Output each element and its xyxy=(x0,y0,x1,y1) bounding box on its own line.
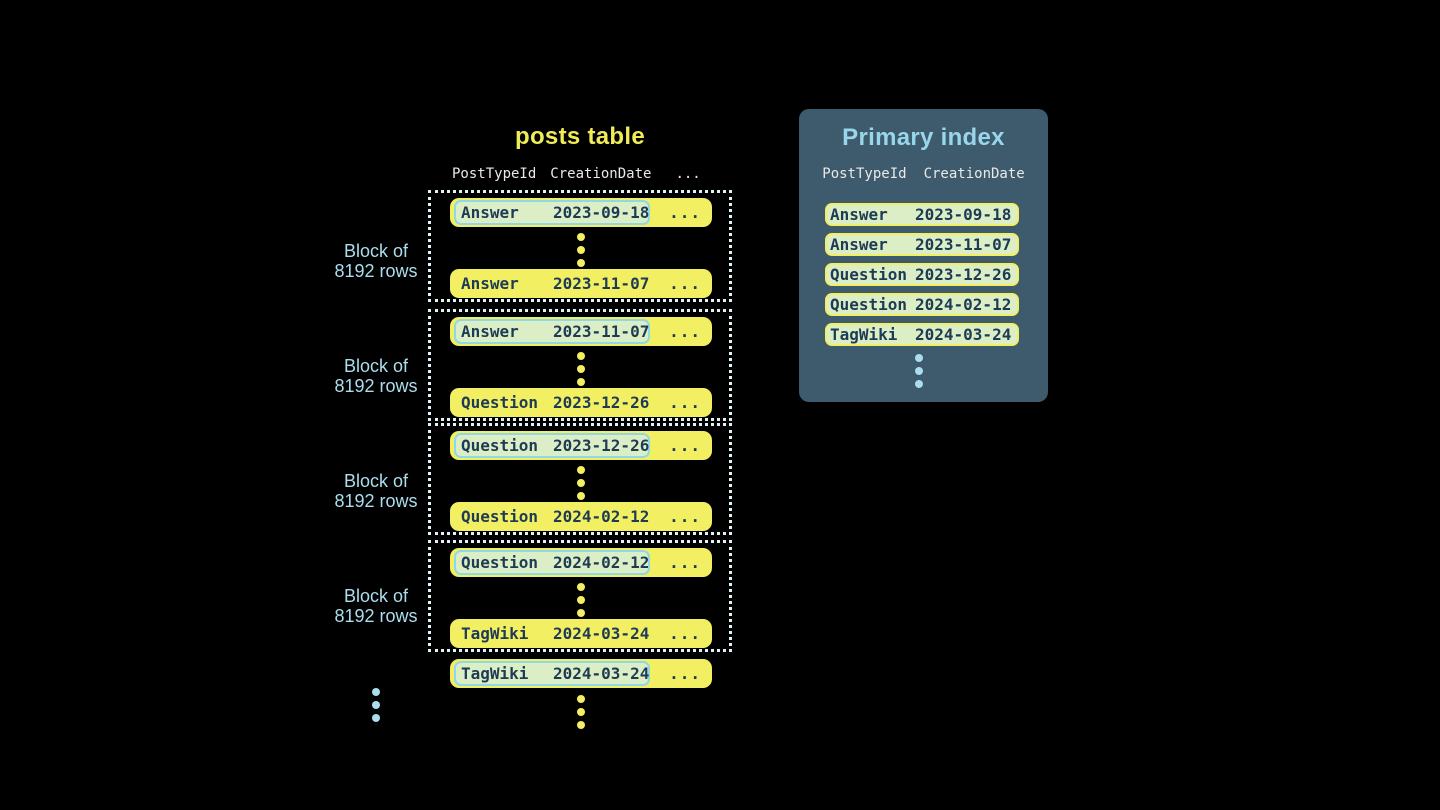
posts-table-title: posts table xyxy=(515,123,645,150)
cell-posttypeid: Answer xyxy=(461,322,519,341)
block-3-label: Block of 8192 rows xyxy=(334,471,418,511)
cell-posttypeid: TagWiki xyxy=(461,664,529,683)
cell-creationdate: 2023-11-07 xyxy=(553,322,650,341)
table-row-block3-last: Question 2024-02-12 ... xyxy=(450,502,712,531)
cell-more: ... xyxy=(669,507,701,526)
index-row-2: Answer 2023-11-07 xyxy=(825,233,1019,256)
cell-more: ... xyxy=(669,393,701,412)
block-2-label: Block of 8192 rows xyxy=(334,356,418,396)
block-1-label: Block of 8192 rows xyxy=(334,241,418,281)
cell-creationdate: 2023-09-18 xyxy=(915,205,1012,224)
cell-posttypeid: Question xyxy=(461,436,539,455)
column-header-posttypeid: PostTypeId xyxy=(452,166,537,182)
ellipsis-dots xyxy=(577,466,585,500)
cell-more: ... xyxy=(669,436,701,455)
ellipsis-dots xyxy=(915,354,923,388)
cell-more: ... xyxy=(669,322,701,341)
index-row-5: TagWiki 2024-03-24 xyxy=(825,323,1019,346)
block-3: Question 2023-12-26 ... Question 2024-02… xyxy=(428,423,732,535)
block-2: Answer 2023-11-07 ... Question 2023-12-2… xyxy=(428,309,732,421)
cell-more: ... xyxy=(669,203,701,222)
cell-creationdate: 2023-11-07 xyxy=(553,274,650,293)
index-row-1: Answer 2023-09-18 xyxy=(825,203,1019,226)
cell-more: ... xyxy=(669,274,701,293)
cell-posttypeid: Answer xyxy=(830,205,888,224)
cell-creationdate: 2023-11-07 xyxy=(915,235,1012,254)
cell-posttypeid: Question xyxy=(461,507,539,526)
table-row-block2-last: Question 2023-12-26 ... xyxy=(450,388,712,417)
table-row-block1-last: Answer 2023-11-07 ... xyxy=(450,269,712,298)
posts-table-column-headers: PostTypeId CreationDate ... xyxy=(452,166,701,182)
cell-creationdate: 2023-12-26 xyxy=(553,436,650,455)
index-entry-highlight xyxy=(454,433,650,458)
block-4: Question 2024-02-12 ... TagWiki 2024-03-… xyxy=(428,540,732,652)
index-entry-highlight xyxy=(454,319,650,344)
index-entry-highlight xyxy=(454,550,650,575)
column-header-creationdate: CreationDate xyxy=(550,166,652,182)
index-row-4: Question 2024-02-12 xyxy=(825,293,1019,316)
cell-more: ... xyxy=(669,664,701,683)
block-4-label: Block of 8192 rows xyxy=(334,586,418,626)
cell-creationdate: 2023-09-18 xyxy=(553,203,650,222)
table-row-block3-first: Question 2023-12-26 ... xyxy=(450,431,712,460)
cell-posttypeid: Question xyxy=(830,265,908,284)
ellipsis-dots xyxy=(577,695,585,729)
index-entry-highlight xyxy=(454,200,650,225)
primary-index-column-headers: PostTypeId CreationDate xyxy=(799,166,1048,182)
column-header-posttypeid: PostTypeId xyxy=(822,166,907,182)
primary-index-title: Primary index xyxy=(842,124,1005,151)
column-header-creationdate: CreationDate xyxy=(923,166,1025,182)
cell-posttypeid: Answer xyxy=(461,274,519,293)
cell-creationdate: 2023-12-26 xyxy=(915,265,1012,284)
primary-index-panel: Primary index PostTypeId CreationDate An… xyxy=(799,109,1048,402)
index-row-3: Question 2023-12-26 xyxy=(825,263,1019,286)
ellipsis-dots xyxy=(372,688,380,722)
cell-posttypeid: Answer xyxy=(830,235,888,254)
cell-creationdate: 2024-02-12 xyxy=(915,295,1012,314)
index-entry-highlight xyxy=(454,661,650,686)
cell-more: ... xyxy=(669,624,701,643)
cell-posttypeid: TagWiki xyxy=(461,624,529,643)
cell-posttypeid: Answer xyxy=(461,203,519,222)
cell-creationdate: 2024-02-12 xyxy=(553,507,650,526)
cell-creationdate: 2023-12-26 xyxy=(553,393,650,412)
table-row-block4-last: TagWiki 2024-03-24 ... xyxy=(450,619,712,648)
cell-creationdate: 2024-03-24 xyxy=(553,624,650,643)
table-row-block1-first: Answer 2023-09-18 ... xyxy=(450,198,712,227)
ellipsis-dots xyxy=(577,583,585,617)
block-1: Answer 2023-09-18 ... Answer 2023-11-07 … xyxy=(428,190,732,302)
cell-posttypeid: Question xyxy=(461,553,539,572)
cell-creationdate: 2024-02-12 xyxy=(553,553,650,572)
table-row-block2-first: Answer 2023-11-07 ... xyxy=(450,317,712,346)
cell-posttypeid: TagWiki xyxy=(830,325,898,344)
cell-creationdate: 2024-03-24 xyxy=(915,325,1012,344)
ellipsis-dots xyxy=(577,352,585,386)
cell-posttypeid: Question xyxy=(461,393,539,412)
cell-creationdate: 2024-03-24 xyxy=(553,664,650,683)
cell-more: ... xyxy=(669,553,701,572)
ellipsis-dots xyxy=(577,233,585,267)
cell-posttypeid: Question xyxy=(830,295,908,314)
table-row-trailing: TagWiki 2024-03-24 ... xyxy=(450,659,712,688)
column-header-more: ... xyxy=(675,166,701,182)
table-row-block4-first: Question 2024-02-12 ... xyxy=(450,548,712,577)
